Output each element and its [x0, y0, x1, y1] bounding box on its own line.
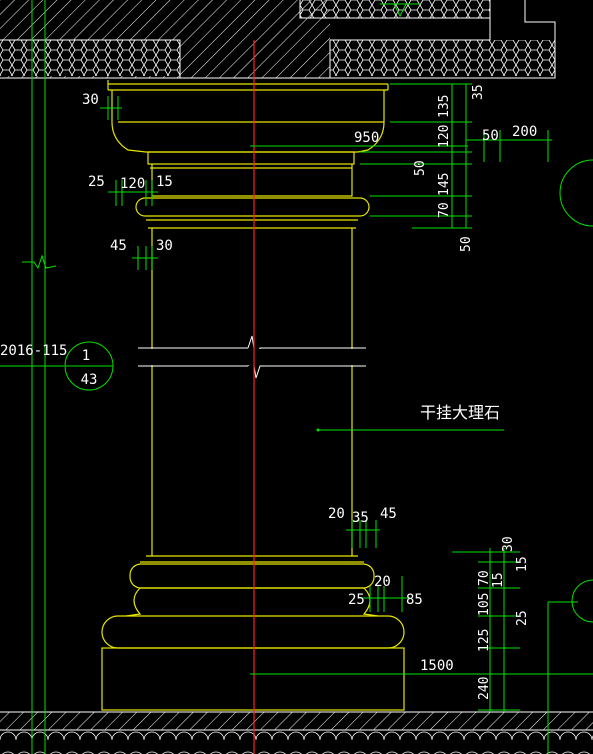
dim-ring-15: 15 [156, 174, 173, 190]
dim-base-85: 85 [406, 592, 423, 608]
material-label: 干挂大理石 [420, 403, 500, 422]
dim-cap-left-30: 30 [82, 92, 99, 108]
dim-base-105: 105 [477, 593, 492, 616]
dim-base-35: 35 [352, 510, 369, 526]
dim-cap-70: 70 [437, 202, 452, 218]
reference-bubble-partial-top [559, 159, 593, 227]
dim-cap-35: 35 [471, 84, 486, 100]
slab-outline-top [299, 0, 490, 19]
dim-ring-120: 120 [120, 176, 145, 192]
dimension-lines [100, 83, 593, 712]
slab-insulation-left [0, 40, 180, 76]
dim-cap-120: 120 [437, 125, 452, 148]
base-lower-torus [101, 615, 405, 649]
dim-base-1500: 1500 [420, 658, 454, 674]
reference-code: 2016-115 [0, 343, 67, 359]
elevation-marker [380, 3, 420, 18]
dim-ring-25: 25 [88, 174, 105, 190]
slab-outline-right [330, 0, 556, 79]
top-slab [0, 0, 556, 79]
base-upper-torus [129, 563, 375, 589]
left-wall [22, 0, 57, 754]
slab-insulation-top [300, 0, 490, 18]
floor-fill [0, 730, 593, 754]
dim-base-20a: 20 [328, 506, 345, 522]
dim-base-25b: 25 [515, 610, 530, 626]
base-scotia-left [125, 587, 142, 617]
base-scotia-right [362, 587, 379, 617]
neck-shaft [151, 164, 353, 197]
dim-base-45: 45 [380, 506, 397, 522]
reference-bubble-partial-bottom [571, 579, 593, 623]
dim-cap-50-right: 50 [482, 128, 499, 144]
slab-insulation-right [330, 40, 555, 76]
dim-ring-30: 30 [156, 238, 173, 254]
dim-base-15b: 15 [515, 556, 530, 572]
neck-band [147, 151, 355, 165]
break-gap [150, 349, 354, 365]
dim-base-125: 125 [477, 629, 492, 652]
floor-slab [0, 711, 593, 754]
floor-hatch [0, 712, 593, 730]
dim-base-30: 30 [501, 536, 516, 552]
plinth [101, 647, 405, 711]
reference-detail-number: 1 [82, 348, 90, 364]
dim-cap-145: 145 [437, 173, 452, 196]
material-note: 干挂大理石 [316, 403, 504, 432]
reference-sheet-number: 43 [81, 372, 98, 388]
dim-cap-50-mid: 50 [413, 160, 428, 176]
dim-ring-45: 45 [110, 238, 127, 254]
dim-cap-200: 200 [512, 124, 537, 140]
dim-base-240: 240 [477, 677, 492, 700]
capital-ovolo-left [111, 90, 147, 153]
shaft-break [138, 335, 366, 379]
elevation-arrow [393, 3, 407, 18]
column [101, 80, 405, 711]
wall-break-symbol [22, 254, 57, 270]
dim-base-25a: 25 [348, 592, 365, 608]
dim-base-15a: 15 [491, 572, 506, 588]
dim-cap-950: 950 [354, 130, 379, 146]
detail-reference[interactable]: 1 43 2016-115 [0, 341, 114, 391]
dim-cap-50-low: 50 [459, 236, 474, 252]
dim-cap-135: 135 [437, 95, 452, 118]
dimension-text: 30 950 135 35 120 50 200 50 145 70 50 25… [82, 84, 537, 700]
dim-base-20b: 20 [374, 574, 391, 590]
astragal-ring [135, 197, 370, 217]
material-leader-dot [316, 428, 320, 432]
dim-base-70: 70 [477, 570, 492, 586]
